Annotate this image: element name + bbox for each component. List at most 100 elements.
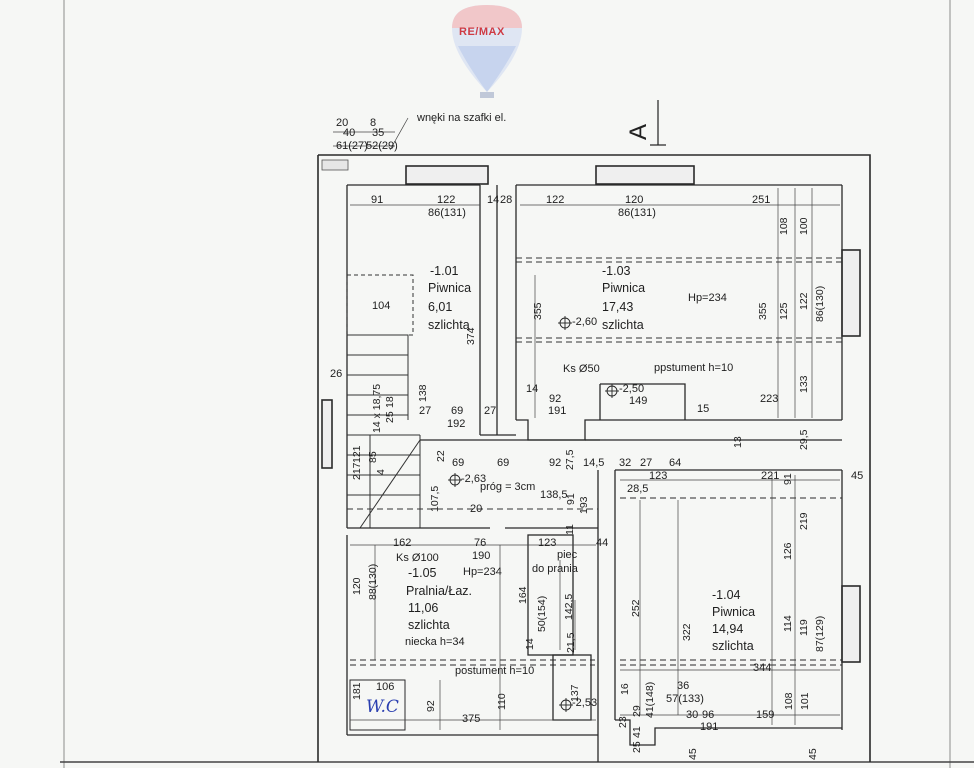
dimension-label-h: 223: [760, 393, 779, 405]
dimension-label-h: 122: [437, 194, 456, 206]
dimension-label-v: 119: [798, 619, 810, 636]
dimension-label-h: 159: [756, 709, 775, 721]
dimension-label-v: 219: [798, 512, 810, 530]
dimension-label-h: 57(133): [666, 693, 704, 705]
room-1-03-area: 17,43: [602, 300, 634, 314]
dimension-label-v: 18: [384, 396, 396, 408]
room-1-01-floor: szlichta: [428, 318, 470, 332]
pedestal-note-bottom: postument h=10: [455, 665, 535, 677]
dimension-label-v: 22: [435, 450, 447, 462]
room-1-01-number: -1.01: [430, 264, 459, 278]
dimension-label-v: 193: [578, 496, 590, 514]
dimension-label-h: 69: [452, 457, 465, 469]
dimension-label-h: 92: [549, 457, 562, 469]
handwritten-wc: W.C: [366, 697, 399, 717]
dimension-label-v: 355: [757, 302, 769, 320]
dimension-label-v: 45: [687, 748, 699, 760]
dimension-label-h: 8: [370, 117, 377, 129]
room-1-05-height: Hp=234: [463, 566, 502, 578]
threshold-note: próg = 3cm: [480, 481, 536, 493]
dimension-label-v: 92: [425, 700, 437, 712]
drain-ks100: Ks Ø100: [396, 552, 439, 564]
level-pedestal-top: -2,50: [619, 383, 645, 395]
dimension-label-h: 36: [677, 680, 690, 692]
dimension-label-v: 164: [517, 586, 529, 604]
room-1-03-floor: szlichta: [602, 318, 644, 332]
level-markers: [448, 316, 619, 712]
dimension-label-v: 13: [732, 436, 744, 448]
dimension-label-h: 192: [447, 418, 466, 430]
dimension-label-h: 76: [474, 537, 487, 549]
section-marker: A: [625, 123, 652, 140]
dimension-label-v: 100: [798, 217, 810, 235]
pedestal-note-top: ppstument h=10: [654, 362, 734, 374]
dimension-label-h: 162: [393, 537, 412, 549]
room-1-04-floor: szlichta: [712, 639, 754, 653]
dimension-label-v: 21,5: [565, 632, 577, 653]
level-hall: -2,63: [461, 473, 487, 485]
dimension-label-h: 27: [419, 405, 432, 417]
dimension-label-v: 181: [351, 682, 363, 700]
dimension-label-v: 120: [351, 577, 363, 595]
dimension-label-h: 149: [629, 395, 648, 407]
room-1-05-name: Pralnia/Łaz.: [406, 584, 473, 598]
dimension-label-h: 138,5: [540, 489, 568, 501]
dimension-label-v: 50(154): [536, 595, 548, 632]
dimension-label-v: 125: [778, 302, 790, 320]
dimension-label-h: 86(131): [618, 207, 656, 219]
dimension-label-v: 16: [619, 683, 631, 695]
dimension-label-v: 25: [631, 741, 643, 753]
dimension-label-v: 11: [564, 524, 576, 535]
room-1-05-area: 11,06: [408, 601, 439, 615]
dimension-label-h: 40: [343, 127, 356, 139]
dimension-label-v: 88(130): [367, 563, 379, 600]
dimension-label-v: 374: [465, 327, 477, 345]
dimension-label-h: 30: [686, 709, 699, 721]
remax-logo: [452, 5, 522, 98]
dimension-label-v: 91: [782, 473, 794, 485]
hall-walls: [347, 439, 842, 762]
room-1-05-floor: szlichta: [408, 618, 450, 632]
dashed-guides: [347, 257, 842, 510]
dimension-label-v: 137: [569, 684, 581, 702]
room-1-03-height: Hp=234: [688, 292, 727, 304]
dimension-label-h: 190: [472, 550, 491, 562]
dimension-label-h: 61(27): [336, 140, 368, 152]
dimension-label-h: 20: [470, 503, 483, 515]
dimension-label-h: 86(131): [428, 207, 466, 219]
dimension-label-h: 120: [625, 194, 644, 206]
dimension-label-v: 122: [798, 292, 810, 310]
dimension-label-v: 86(130): [814, 285, 826, 322]
dimension-label-h: 191: [700, 721, 719, 733]
room-outline-1-01: [346, 184, 517, 528]
dimension-label-h: 191: [548, 405, 567, 417]
room-1-03-name: Piwnica: [602, 281, 646, 295]
dimension-label-h: 344: [753, 662, 772, 674]
dimension-label-h: 221: [761, 470, 780, 482]
room-1-01-area: 6,01: [428, 300, 453, 314]
cabinet-niches-note: wnęki na szafki el.: [417, 112, 507, 124]
staircase: [346, 274, 421, 529]
dimension-label-h: 122: [546, 194, 565, 206]
dimension-label-h: 92: [549, 393, 562, 405]
room-1-01-name: Piwnica: [428, 281, 472, 295]
room-1-05-basin: niecka h=34: [405, 636, 465, 648]
dimension-label-v: 133: [798, 375, 810, 393]
room-outline-1-05: [346, 534, 598, 736]
dimension-label-h: 104: [372, 300, 391, 312]
dimension-label-v: 126: [782, 542, 794, 560]
dimension-label-v: 87(129): [814, 615, 826, 652]
dimension-label-h: 91: [371, 194, 384, 206]
dimension-label-h: 251: [752, 194, 771, 206]
dimension-label-h: 69: [497, 457, 510, 469]
dimension-label-v: 217: [351, 462, 363, 480]
oven-note-line1: piec: [557, 549, 578, 561]
level-pedestal-bottom: -2,53: [572, 697, 598, 709]
dimension-label-v: 41: [631, 726, 643, 738]
dimension-label-v: 142,5: [563, 593, 575, 620]
dimension-lines: [333, 117, 840, 730]
dimension-label-v: 25: [384, 411, 396, 423]
dimension-label-v: 29: [631, 705, 643, 717]
dimension-label-v: 29,5: [798, 429, 810, 450]
